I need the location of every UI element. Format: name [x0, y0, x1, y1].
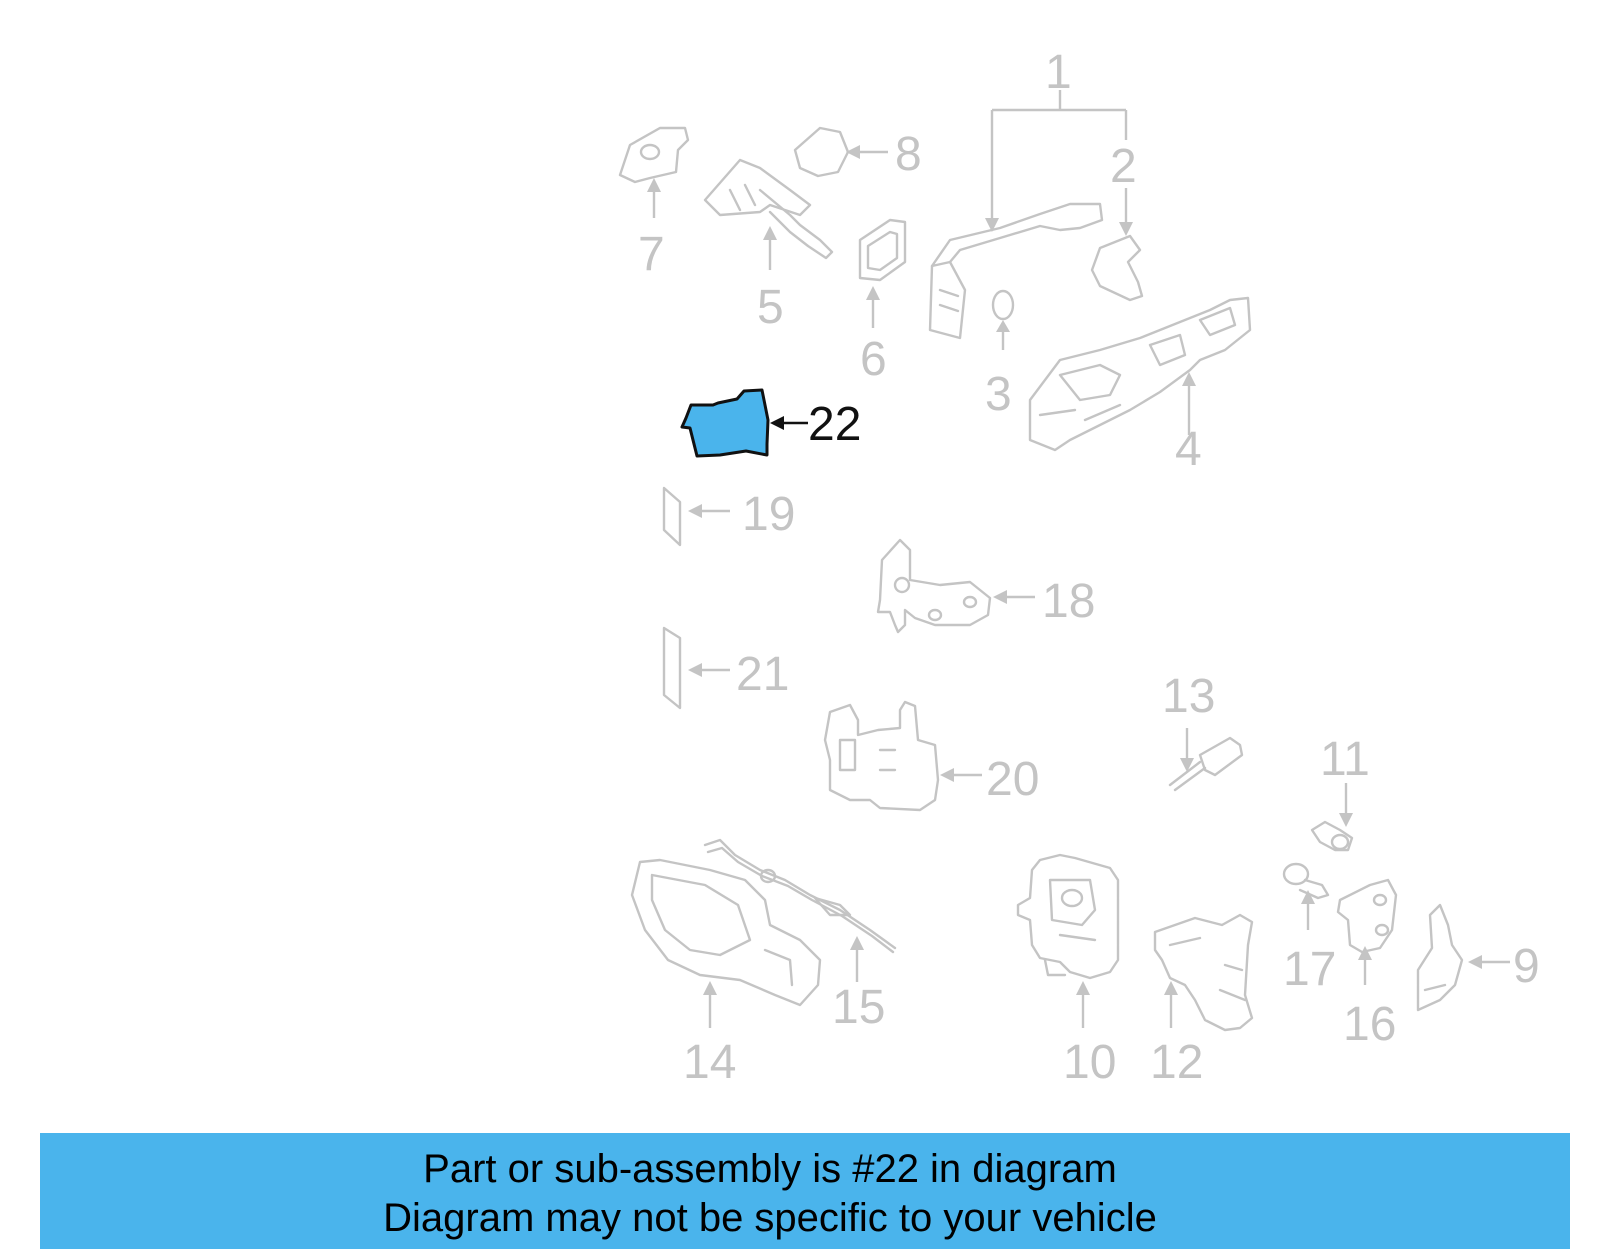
callout-3: 3 [985, 368, 1012, 421]
part-7-cylinder-cover [618, 126, 690, 218]
callout-11: 11 [1320, 733, 1370, 786]
part-3-grommet [991, 289, 1015, 350]
part-17-bolt [1282, 862, 1330, 930]
callout-6: 6 [860, 333, 887, 386]
info-banner: Part or sub-assembly is #22 in diagram D… [40, 1133, 1570, 1249]
part-15-cable [703, 838, 897, 982]
part-10-latch [1016, 853, 1120, 1028]
callout-7: 7 [638, 228, 665, 281]
banner-line-2: Diagram may not be specific to your vehi… [383, 1196, 1157, 1240]
callout-19: 19 [742, 488, 795, 541]
part-8-plug [793, 126, 888, 178]
part-12-latch-cover [1153, 913, 1254, 1032]
part-20-lower-hinge [823, 700, 982, 812]
callout-15: 15 [832, 981, 885, 1034]
part-6-gasket [858, 218, 907, 328]
part-9-bracket [1416, 903, 1510, 1012]
part-19-seal [662, 486, 730, 547]
part-16-striker [1336, 878, 1398, 985]
callout-4: 4 [1175, 423, 1202, 476]
callout-9: 9 [1513, 940, 1540, 993]
banner-line-1: Part or sub-assembly is #22 in diagram [423, 1147, 1117, 1191]
part-22-highlighted-bracket[interactable] [680, 388, 808, 458]
part-21-seal-strip [662, 626, 730, 710]
callout-12: 12 [1150, 1036, 1203, 1089]
callout-2: 2 [1110, 140, 1137, 193]
callout-10: 10 [1063, 1036, 1116, 1089]
callout-20: 20 [986, 753, 1039, 806]
callout-17: 17 [1283, 943, 1336, 996]
callout-16: 16 [1343, 998, 1396, 1051]
callout-8: 8 [895, 128, 922, 181]
callout-1: 1 [1045, 46, 1072, 99]
part-4-handle-frame [1028, 296, 1252, 452]
part-13-pin [1168, 728, 1244, 792]
callout-18: 18 [1042, 575, 1095, 628]
part-11-bolt [1310, 783, 1354, 852]
part-2-handle-cap [1090, 188, 1144, 302]
part-18-hinge [876, 538, 1035, 634]
callout-14: 14 [683, 1036, 736, 1089]
callout-13: 13 [1162, 670, 1215, 723]
callout-21: 21 [736, 648, 789, 701]
callout-5: 5 [757, 281, 784, 334]
part-1-outer-handle [928, 90, 1128, 340]
callout-22: 22 [808, 398, 861, 451]
part-14-inner-handle [630, 858, 822, 1028]
part-5-lock-cylinder [703, 158, 834, 270]
